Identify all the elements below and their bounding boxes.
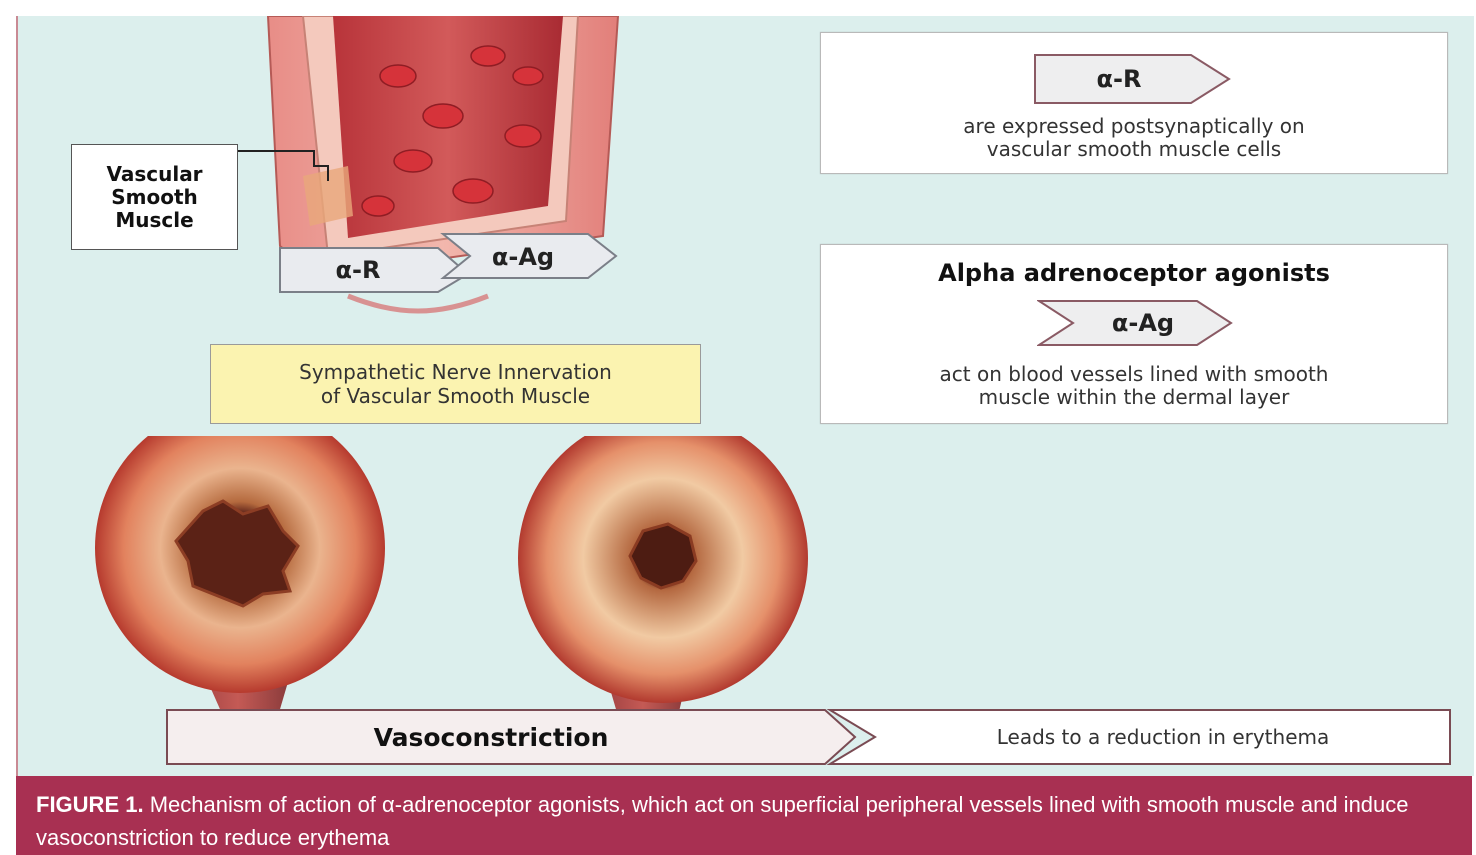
alpha-receptor-desc-1: are expressed postsynaptically on <box>821 115 1447 138</box>
alpha-agonist-tag-label: α-Ag <box>1112 309 1174 337</box>
nerve-line-2: of Vascular Smooth Muscle <box>299 384 612 408</box>
vasoconstriction-bar: Vasoconstriction Leads to a reduction in… <box>165 708 1452 766</box>
vessel-cross-sections <box>78 436 838 726</box>
vsm-line-1: Vascular <box>106 163 202 186</box>
alpha-agonist-desc-2: muscle within the dermal layer <box>821 386 1447 409</box>
sympathetic-nerve-box: Sympathetic Nerve Innervation of Vascula… <box>210 344 701 424</box>
alpha-agonist-desc-1: act on blood vessels lined with smooth <box>821 363 1447 386</box>
vasoconstriction-label: Vasoconstriction <box>374 723 609 752</box>
alpha-receptor-desc-2: vascular smooth muscle cells <box>821 138 1447 161</box>
nerve-line-1: Sympathetic Nerve Innervation <box>299 360 612 384</box>
alpha-agonist-tag: α-Ag <box>1037 299 1237 349</box>
vascular-smooth-muscle-label: Vascular Smooth Muscle <box>71 144 238 250</box>
receptor-tag-label: α-R <box>336 256 381 284</box>
alpha-agonist-box: Alpha adrenoceptor agonists α-Ag act on … <box>820 244 1448 424</box>
vsm-line-3: Muscle <box>106 209 202 232</box>
alpha-receptor-tag-label: α-R <box>1097 65 1142 93</box>
alpha-receptor-tag: α-R <box>1033 53 1233 105</box>
diagram-panel: α-R α-Ag Vascular Smooth Muscle Sympathe… <box>16 16 1474 776</box>
vsm-line-2: Smooth <box>106 186 202 209</box>
alpha-agonist-title: Alpha adrenoceptor agonists <box>821 259 1447 287</box>
alpha-receptor-box: α-R are expressed postsynaptically on va… <box>820 32 1448 174</box>
erythema-result-label: Leads to a reduction in erythema <box>997 725 1330 749</box>
nerve-fibres <box>348 296 488 311</box>
caption-label: FIGURE 1. <box>36 792 144 817</box>
agonist-tag-label: α-Ag <box>492 243 554 271</box>
caption-text: Mechanism of action of α-adrenoceptor ag… <box>36 792 1409 850</box>
figure-caption: FIGURE 1. Mechanism of action of α-adren… <box>16 776 1472 855</box>
